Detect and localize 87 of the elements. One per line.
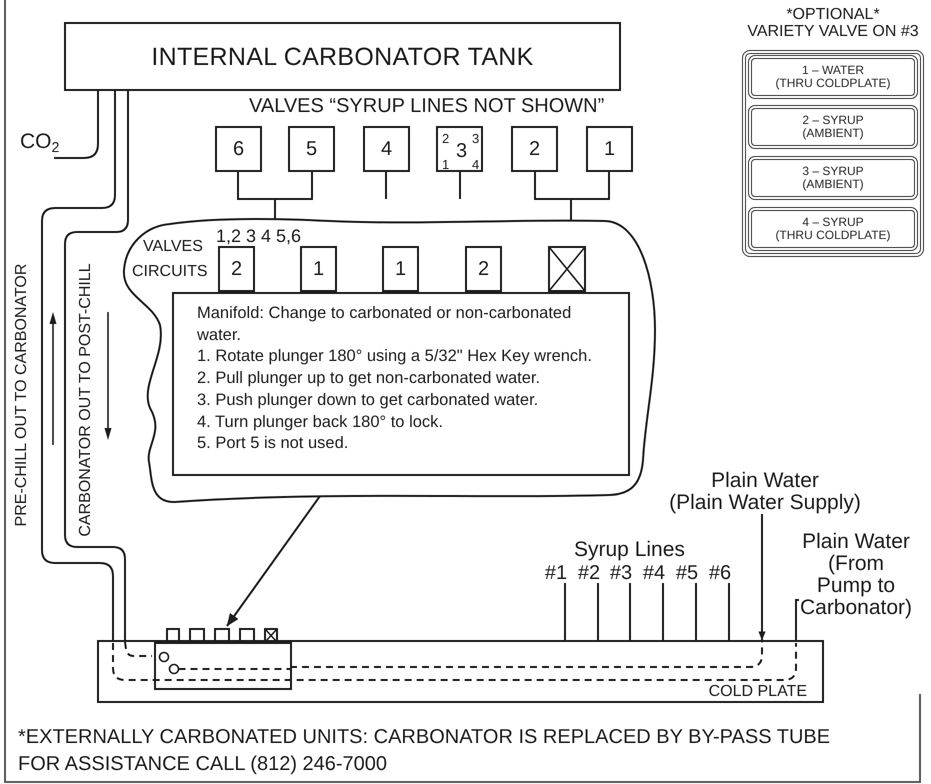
line-number: #5 xyxy=(675,563,699,583)
circuit-box xyxy=(382,246,419,292)
gas-label: CO$_{2}$ xyxy=(20,130,66,158)
tank-box xyxy=(64,22,621,91)
tube-line xyxy=(662,583,664,640)
connector-line xyxy=(274,172,313,219)
option-detail: (THRU COLDPLATE) xyxy=(775,229,891,242)
line-number: #2 xyxy=(577,563,601,583)
instruction-step: 1. Rotate plunger 180° using a 5/32" Hex Key wrench. xyxy=(197,346,592,368)
port-number: 3 xyxy=(472,132,480,145)
port-number: 4 xyxy=(472,158,480,171)
tube-line xyxy=(41,91,116,640)
circuit-number: 2 xyxy=(478,258,490,280)
valve-number: 3 xyxy=(456,140,468,162)
line-number: #1 xyxy=(544,563,568,583)
valve-number: 2 xyxy=(528,138,540,160)
leader-arrow xyxy=(226,495,321,627)
valve-number: 4 xyxy=(380,138,392,160)
tube-line xyxy=(695,583,697,640)
circuit-box xyxy=(300,246,337,292)
valve-box xyxy=(586,126,633,172)
valves-heading: VALVES “SYRUP LINES NOT SHOWN” xyxy=(249,95,604,118)
tube-line xyxy=(629,583,631,640)
valve-group-numbers: 1,2 3 4 5,6 xyxy=(216,226,302,246)
line-label: Plain Water xyxy=(711,470,819,492)
valve-box xyxy=(363,126,410,172)
valve-box xyxy=(436,126,483,172)
option-label: 3 – SYRUP xyxy=(802,165,864,178)
port-number: 1 xyxy=(442,158,450,171)
line-number: #6 xyxy=(708,563,732,583)
line-label: Plain Water xyxy=(802,531,910,553)
panel-title: VARIETY VALVE ON #3 xyxy=(747,23,919,40)
circuit-box xyxy=(465,246,502,292)
tube-line xyxy=(54,91,99,159)
option-label: 2 – SYRUP xyxy=(802,114,864,127)
connector-line xyxy=(570,172,610,221)
instruction-step: 4. Turn plunger back 180° to lock. xyxy=(197,412,443,434)
tube-line xyxy=(597,583,599,640)
valve-number: 1 xyxy=(604,138,616,160)
manifold-block xyxy=(154,628,292,690)
connector-line xyxy=(459,172,461,199)
option-box xyxy=(748,55,918,99)
option-label: 1 – WATER xyxy=(802,64,864,77)
tank-label: INTERNAL CARBONATOR TANK xyxy=(151,42,534,70)
group-label: Syrup Lines xyxy=(574,539,685,561)
line-number: #3 xyxy=(609,563,633,583)
variety-valve-panel xyxy=(742,6,924,257)
option-box xyxy=(748,105,918,149)
instruction-intro: Manifold: Change to carbonated or non-carbonated water. xyxy=(197,303,572,346)
circuit-number: 2 xyxy=(230,258,242,280)
footnote: FOR ASSISTANCE CALL (812) 246-7000 xyxy=(18,752,388,776)
option-detail: (THRU COLDPLATE) xyxy=(775,77,891,90)
tube-line xyxy=(795,599,799,640)
line-note: (From Pump to Carbonator) xyxy=(799,553,913,619)
option-label: 4 – SYRUP xyxy=(802,216,864,229)
row-label: CIRCUITS xyxy=(132,263,208,281)
instruction-step: 3. Push plunger down to get carbonated water. xyxy=(197,390,538,412)
valve-number: 6 xyxy=(232,138,244,160)
connector-line xyxy=(385,172,387,199)
dashed-tube xyxy=(290,642,763,668)
tube-line xyxy=(64,91,129,640)
plate-label: COLD PLATE xyxy=(708,684,807,700)
valve-box xyxy=(288,126,335,172)
line-note: (Plain Water Supply) xyxy=(669,492,861,514)
row-label: VALVES xyxy=(143,238,203,256)
crossed-circuit-box xyxy=(548,246,586,292)
tube-line xyxy=(564,583,566,640)
circuit-box xyxy=(218,246,255,292)
instruction-box xyxy=(172,292,630,476)
dashed-tube xyxy=(124,642,152,657)
valve-box xyxy=(215,126,262,172)
option-box xyxy=(748,156,918,200)
circuit-number: 1 xyxy=(394,258,406,280)
footnote: *EXTERNALLY CARBONATED UNITS: CARBONATOR IS REPLACED BY BY-PASS TUBE xyxy=(18,725,830,749)
panel-note: *OPTIONAL* xyxy=(786,6,880,23)
valve-box xyxy=(511,126,558,172)
line-number: #4 xyxy=(642,563,666,583)
tube-line xyxy=(728,583,730,640)
circuit-number: 1 xyxy=(312,258,324,280)
option-detail: (AMBIENT) xyxy=(802,127,864,140)
valve-number: 5 xyxy=(306,138,318,160)
option-detail: (AMBIENT) xyxy=(802,178,864,191)
option-box xyxy=(748,207,918,251)
arrow xyxy=(758,514,766,640)
instruction-step: 2. Pull plunger up to get non-carbonated water. xyxy=(197,368,540,390)
port-number: 2 xyxy=(442,132,450,145)
instruction-step: 5. Port 5 is not used. xyxy=(197,433,348,455)
